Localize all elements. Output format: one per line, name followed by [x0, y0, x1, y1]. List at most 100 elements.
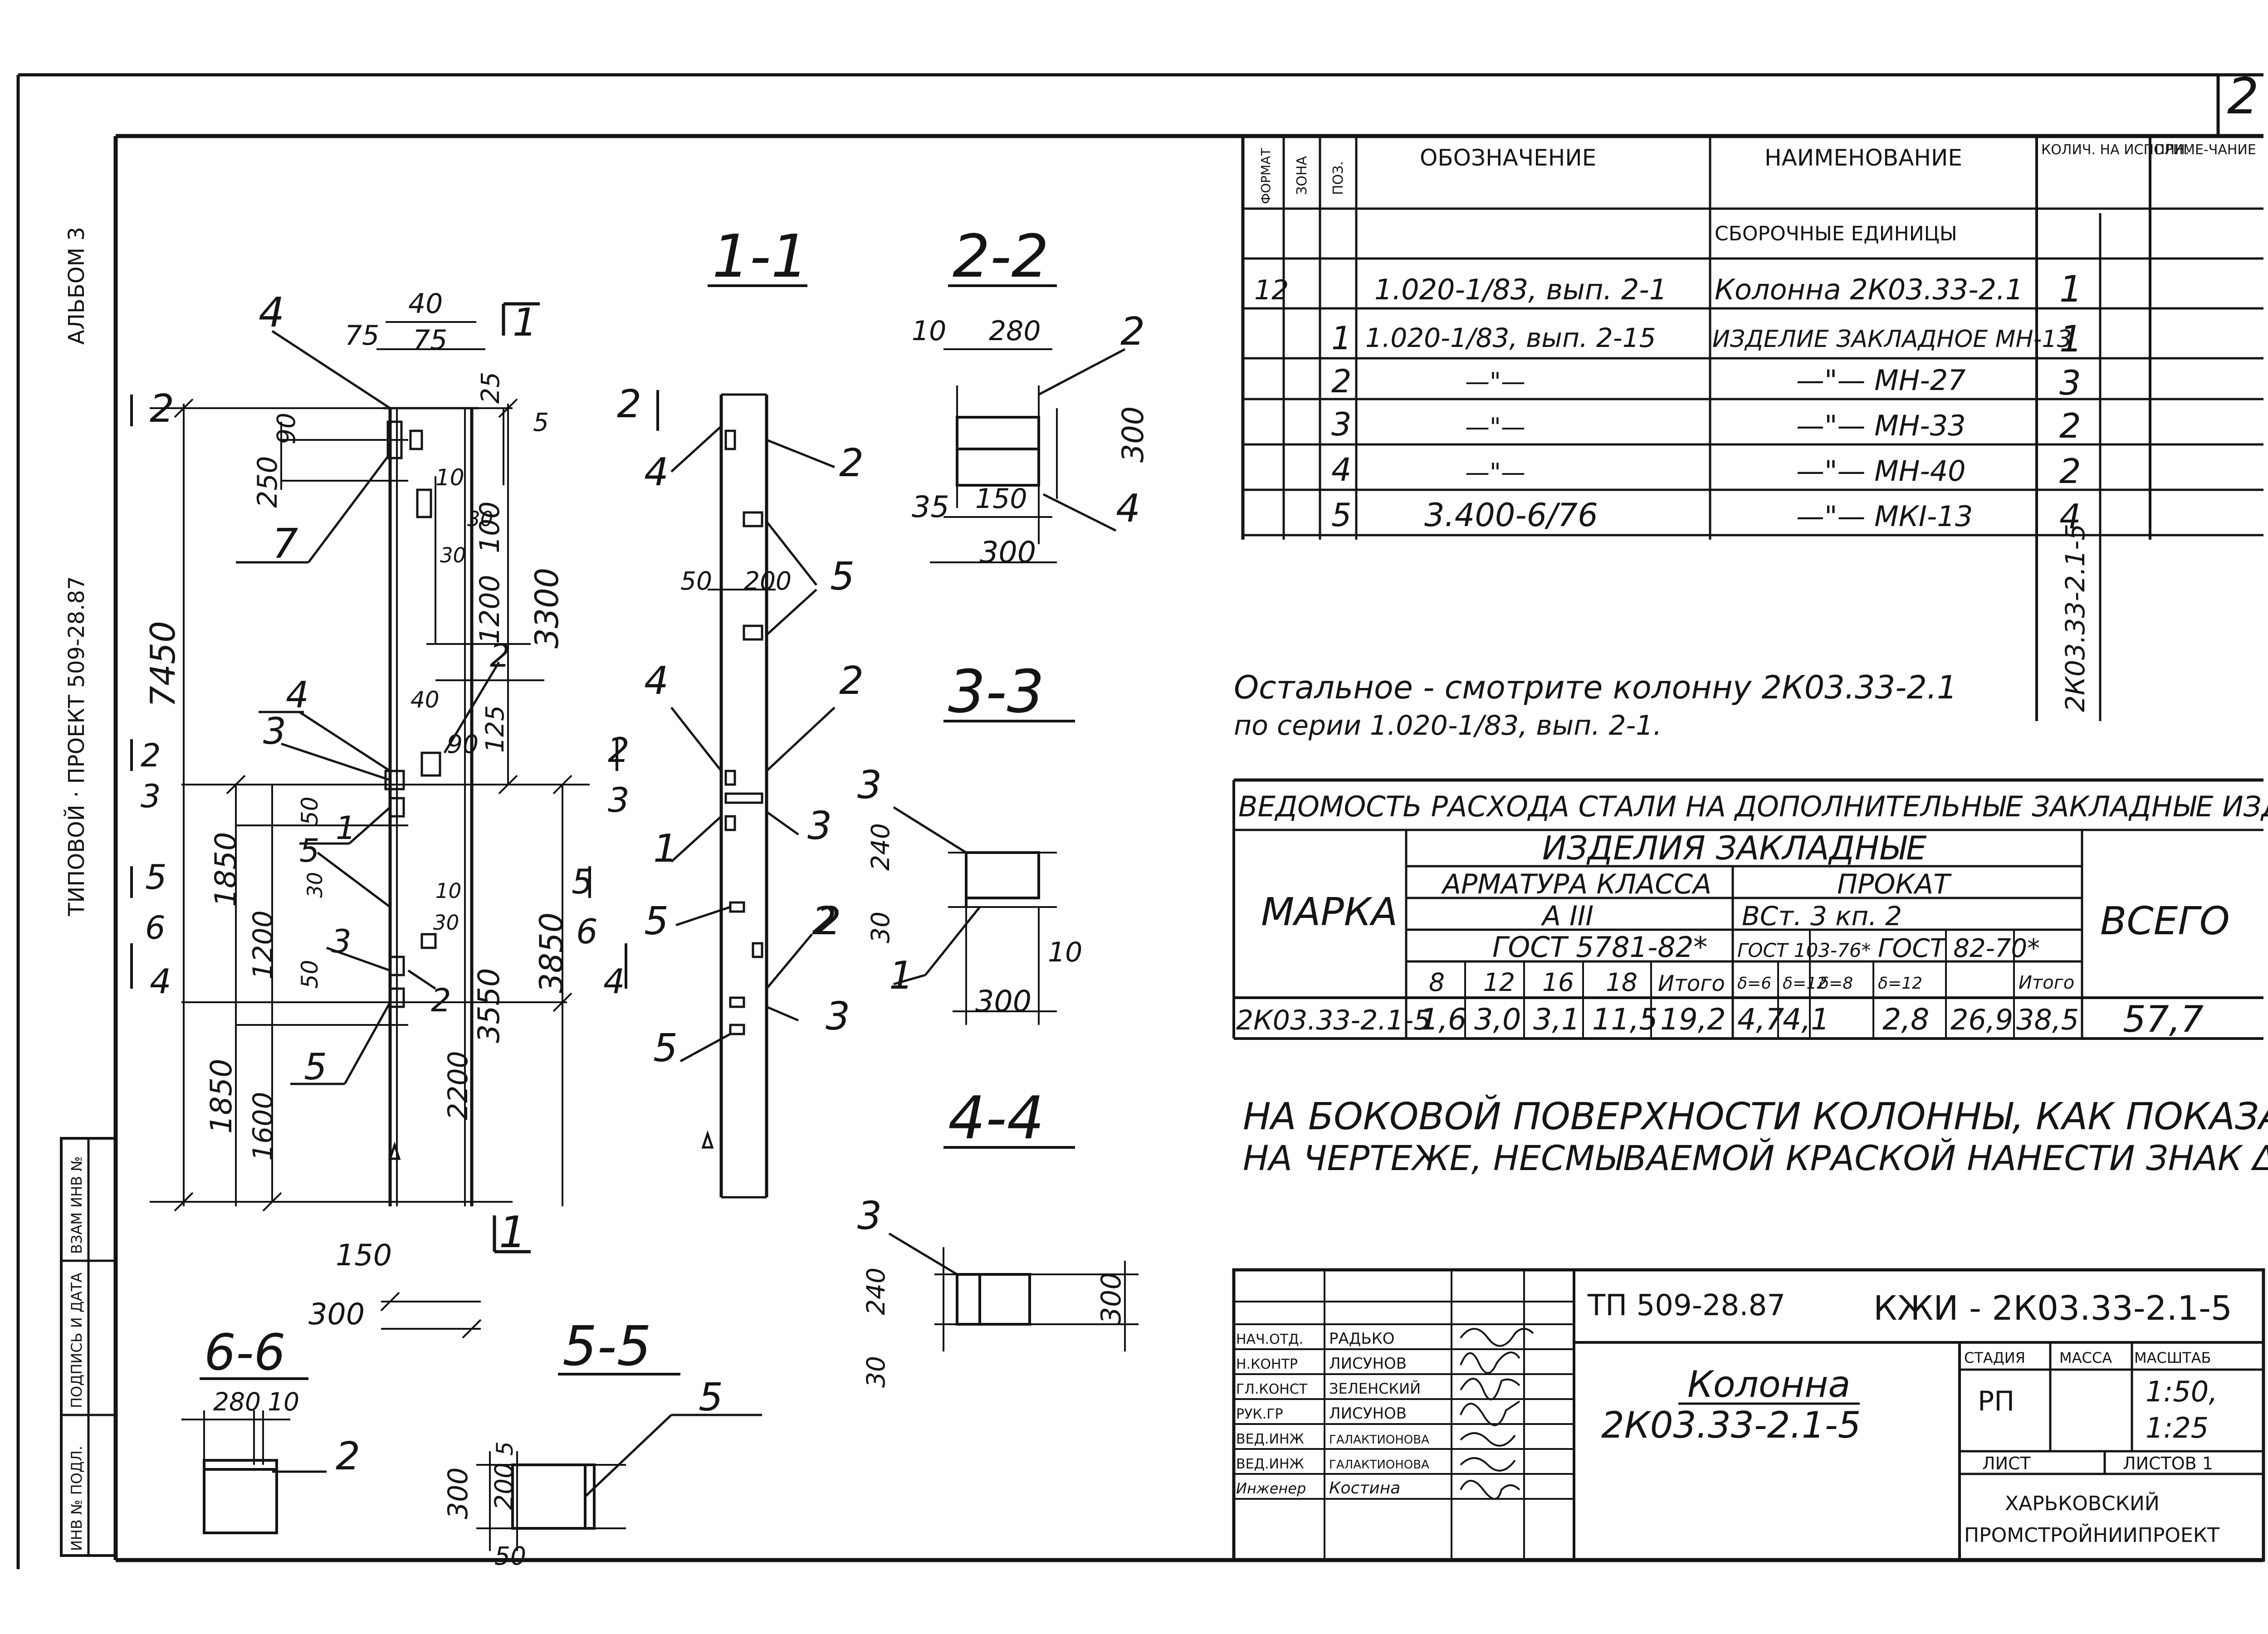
dim-75-left: 75 — [345, 320, 379, 351]
s22-dim-150: 150 — [975, 483, 1027, 515]
spec-row-6-designation: 3.400-6/76 — [1424, 497, 1598, 534]
cut-mark-5-left: 5 — [145, 857, 167, 897]
signature-6 — [1460, 1457, 1516, 1472]
spec-row-2-qty: 1 — [2059, 318, 2082, 360]
cut-mark-4-left: 4 — [150, 961, 171, 1001]
spec-row-4-name: —"— МН-33 — [1796, 409, 1966, 442]
section-title-1-1: 1-1 — [712, 222, 808, 291]
title-drawing-code: КЖИ - 2К03.33-2.1-5 — [1873, 1289, 2232, 1328]
steel-row-mark: 2К03.33-2.1-5 — [1236, 1005, 1431, 1036]
instruction-line-1: НА БОКОВОЙ ПОВЕРХНОСТИ КОЛОННЫ, КАК ПОКА… — [1243, 1094, 2268, 1138]
spec-row-2-pos: 1 — [1331, 320, 1352, 357]
cut-mark-2-left-b: 2 — [141, 737, 161, 774]
s22-callout-4: 4 — [1116, 486, 1140, 531]
s66-dim-10: 10 — [268, 1387, 299, 1416]
spec-row-5-qty: 2 — [2059, 451, 2081, 491]
steel-subhead-d6: δ=6 — [1737, 974, 1771, 993]
callout-3-low: 3 — [331, 923, 352, 960]
callout-5-mid: 5 — [299, 832, 320, 869]
steel-row-v12: 3,0 — [1474, 1003, 1521, 1037]
elevation-dimensions: 40 75 75 25 90 5 250 10 30 100 30 1200 3… — [143, 288, 570, 1332]
spec-group-label: СБОРОЧНЫЕ ЕДИНИЦЫ — [1715, 222, 1957, 245]
spec-row-6-name: —"— МКІ-13 — [1796, 500, 1973, 533]
s55-dim-300: 300 — [442, 1467, 474, 1519]
spec-header-note: ПРИМЕ-ЧАНИЕ — [2155, 142, 2256, 158]
cut-mark-2-left: 2 — [150, 386, 174, 431]
dim-250: 250 — [252, 456, 284, 508]
section-title-6-6: 6-6 — [204, 1323, 286, 1381]
spec-row-4-pos: 3 — [1331, 406, 1352, 443]
steel-subhead-d12b: δ=12 — [1878, 974, 1922, 993]
s11-callout-5-low: 5 — [653, 1026, 678, 1071]
s44-dim-300: 300 — [1095, 1272, 1127, 1324]
steel-row-d6: 4,7 — [1737, 1003, 1784, 1037]
section-4-4: 240 30 300 3 — [857, 1194, 1139, 1388]
s11-callout-2-top: 2 — [839, 441, 864, 486]
steel-rebar-gost: ГОСТ 5781-82* — [1492, 931, 1707, 964]
dim-30-b: 30 — [440, 543, 466, 567]
steel-gost-b: ГОСТ 82-70* — [1878, 934, 2040, 963]
callout-2-low: 2 — [431, 982, 451, 1019]
signature-2 — [1460, 1351, 1520, 1374]
s22-dim-35: 35 — [912, 490, 949, 524]
signature-1 — [1460, 1328, 1534, 1347]
s11-callout-5-mid: 5 — [644, 899, 669, 944]
steel-subhead-d8: δ=8 — [1819, 974, 1853, 993]
s11-callout-3-mid: 3 — [807, 804, 832, 849]
title-stage-value: РП — [1978, 1385, 2014, 1417]
spec-row-4-qty: 2 — [2059, 406, 2081, 446]
s11-callout-2-mid: 2 — [839, 658, 864, 703]
cut-mark-2-right: 2 — [617, 382, 641, 427]
s11-callout-5-top: 5 — [830, 554, 855, 599]
instruction-line-2: НА ЧЕРТЕЖЕ, НЕСМЫВАЕМОЙ КРАСКОЙ НАНЕСТИ … — [1243, 1138, 2268, 1178]
spec-header-qty: КОЛИЧ. НА ИСПОЛН. — [2041, 142, 2189, 158]
spec-row-2-name: ИЗДЕЛИЕ ЗАКЛАДНОЕ МН-13 — [1712, 326, 2072, 353]
section-title-4-4: 4-4 — [948, 1083, 1044, 1152]
cut-mark-1-top: 1 — [513, 300, 537, 345]
spec-header-pos: ПОЗ. — [1330, 161, 1346, 195]
role-2-label: Н.КОНТР — [1236, 1356, 1298, 1372]
role-7-person: Костина — [1329, 1479, 1400, 1497]
dim-1600: 1600 — [247, 1092, 279, 1161]
role-5-person: ГАЛАКТИОНОВА — [1329, 1433, 1429, 1447]
title-sheets-label: ЛИСТОВ 1 — [2123, 1454, 2213, 1473]
dim-75-right: 75 — [413, 324, 447, 356]
steel-rebar-class: А III — [1540, 900, 1593, 932]
dim-40-mid: 40 — [411, 687, 440, 713]
steel-rolled-grade: ВСт. 3 кп. 2 — [1742, 901, 1902, 932]
s33-callout-3: 3 — [857, 763, 882, 808]
steel-total-header: ВСЕГО — [2100, 899, 2230, 944]
section-1-1: 50 200 4 2 5 4 2 1 3 5 2 3 5 — [644, 393, 864, 1199]
spec-row-2-designation: 1.020-1/83, вып. 2-15 — [1365, 322, 1656, 353]
title-org-line-2: ПРОМСТРОЙНИИПРОЕКТ — [1964, 1523, 2219, 1547]
s44-callout-3: 3 — [857, 1194, 882, 1239]
steel-title: ВЕДОМОСТЬ РАСХОДА СТАЛИ НА ДОПОЛНИТЕЛЬНЫ… — [1238, 790, 2268, 823]
page-number: 2 — [2227, 67, 2259, 125]
remaining-note: Остальное - смотрите колонну 2К03.33-2.1… — [1234, 669, 1957, 741]
cut-mark-1-bottom: 1 — [499, 1208, 526, 1258]
spec-row-5-designation: —"— — [1465, 458, 1525, 487]
role-6-person: ГАЛАКТИОНОВА — [1329, 1458, 1429, 1472]
role-4-person: ЛИСУНОВ — [1329, 1405, 1407, 1423]
spec-row-3-name: —"— МН-27 — [1796, 364, 1966, 397]
role-2-person: ЛИСУНОВ — [1329, 1355, 1407, 1373]
stamp-inv-no: ИНВ № ПОДЛ. — [68, 1446, 85, 1551]
dim-10-b: 10 — [435, 879, 461, 903]
steel-gost-a: ГОСТ 103-76* — [1737, 939, 1871, 961]
album-label: АЛЬБОМ 3 — [64, 227, 89, 345]
title-scale-label: МАСШТАБ — [2134, 1349, 2211, 1366]
steel-subhead-18: 18 — [1606, 968, 1637, 997]
title-project-code: ТП 509-28.87 — [1587, 1289, 1785, 1322]
spec-header-name: НАИМЕНОВАНИЕ — [1765, 145, 1962, 171]
section-titles: 1-1 2-2 3-3 4-4 5-5 6-6 — [200, 222, 1075, 1381]
s11-dim-50: 50 — [680, 566, 712, 595]
steel-rolled-header: ПРОКАТ — [1837, 868, 1952, 900]
project-label: ТИПОВОЙ · ПРОЕКТ 509-28.87 — [64, 576, 89, 917]
cut-marks: 2 2 1 2 3 2 3 5 6 4 5 6 4 1 — [141, 300, 641, 1258]
dim-3300: 3300 — [528, 568, 566, 649]
dim-90-mid: 90 — [447, 730, 479, 759]
spec-row-1-qty: 1 — [2059, 268, 2082, 310]
remaining-note-line-2: по серии 1.020-1/83, вып. 2-1. — [1234, 710, 1662, 741]
s55-callout-5: 5 — [699, 1375, 723, 1420]
role-5-label: ВЕД.ИНЖ — [1236, 1431, 1304, 1447]
